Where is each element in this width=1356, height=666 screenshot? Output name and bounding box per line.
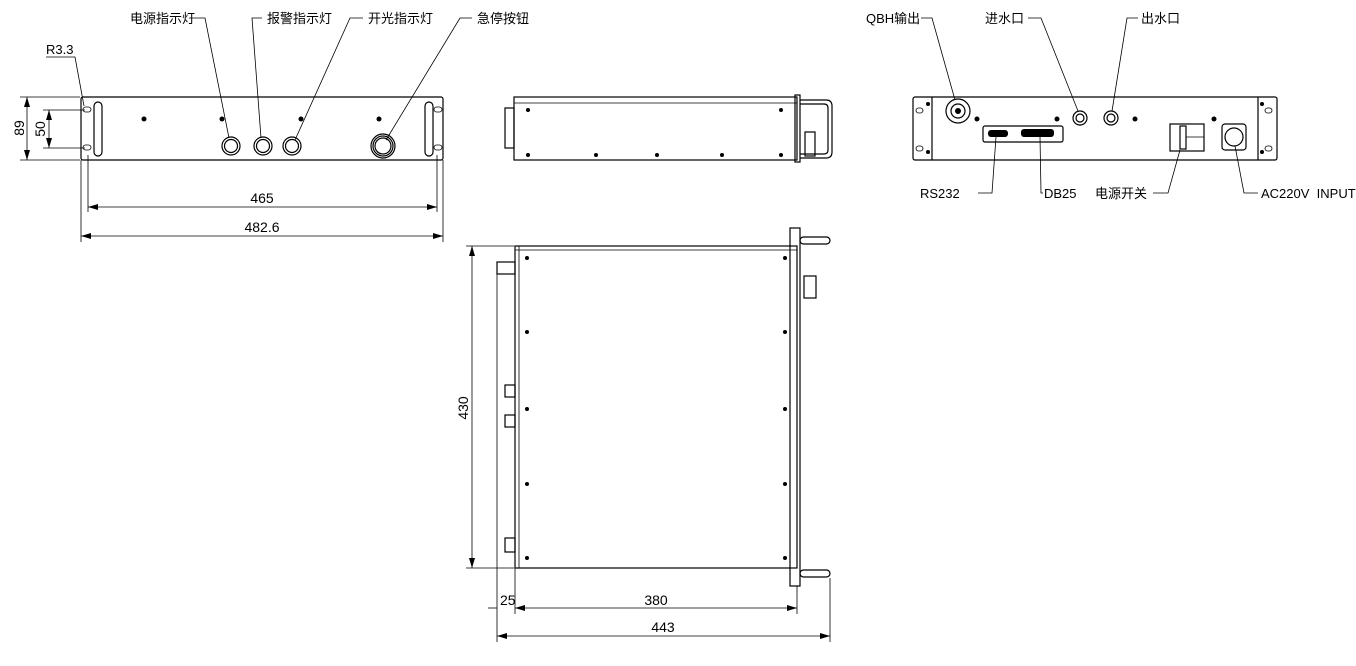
db25-label: DB25 [1044,186,1077,201]
leader-line [978,136,997,194]
screw [298,116,304,122]
body-length-dimension: 380 [644,592,668,608]
ac-input-label: AC220V INPUT [1261,186,1356,201]
leader-line [1153,149,1181,194]
right-handle [424,101,434,157]
screw [141,116,147,122]
power-switch [1169,123,1205,152]
leader-line [189,17,230,139]
screw [376,116,382,122]
flange-dimension: 25 [500,592,516,608]
mount-slot [82,144,92,151]
laser-indicator-label: 开光指示灯 [368,11,433,26]
qbh-output-label: QBH输出 [866,11,920,26]
radius-label: R3.3 [46,42,73,57]
leader-line [385,17,472,141]
power-indicator-label: 电源指示灯 [130,11,195,26]
hole-spacing-dimension: 50 [32,121,48,137]
top-body [514,245,798,569]
rear-view: QBH输出 进水口 出水口 RS232 DB25 电源开关 AC220V INP… [866,11,1356,201]
power-indicator-lamp [221,136,241,156]
leader-line [46,56,85,107]
handle-bottom [799,569,831,578]
front-view: 电源指示灯 报警指示灯 开光指示灯 急停按钮 R3.3 89 50 465 48… [11,11,529,242]
front-panel [80,96,444,161]
ac-input-socket [1221,123,1247,151]
rs232-label: RS232 [920,186,960,201]
front-knobs [504,107,515,149]
depth-dimension: 430 [455,396,471,420]
leader-line [1039,136,1043,194]
top-view: 430 25 380 443 [455,227,831,642]
alarm-indicator-lamp [253,136,273,156]
total-width-dimension: 482.6 [244,219,279,235]
alarm-indicator-label: 报警指示灯 [267,11,332,26]
db25-connector [1021,129,1054,137]
rear-bracket [789,227,801,587]
leader-line [294,17,363,141]
leader-line [921,17,956,101]
leader-line [1234,145,1258,194]
water-outlet-label: 出水口 [1141,11,1180,26]
power-switch-label: 电源开关 [1095,186,1147,201]
mount-slot [433,106,443,113]
rear-panel [912,96,1278,161]
handle-top [799,236,831,245]
connector-plate [982,125,1064,143]
total-length-dimension: 443 [651,619,675,635]
water-outlet-port [1103,110,1119,126]
side-body [513,96,798,161]
emergency-stop-button [370,133,396,159]
rs232-connector [988,130,1008,137]
leader-line [251,17,262,139]
left-handle [93,101,103,157]
side-connector [804,131,816,157]
qbh-output-port [945,98,971,124]
leader-line [1028,17,1079,112]
mount-slot [82,106,92,113]
side-handle [800,99,833,159]
side-view [504,94,833,163]
water-inlet-port [1072,110,1088,126]
screw [219,116,225,122]
laser-indicator-lamp [282,136,302,156]
leader-line [1111,17,1138,112]
emergency-stop-label: 急停按钮 [477,11,529,26]
rear-connector [803,275,817,299]
mount-slot [433,144,443,151]
water-inlet-label: 进水口 [985,11,1024,26]
height-dimension: 89 [11,120,27,136]
hole-width-dimension: 465 [250,190,274,206]
